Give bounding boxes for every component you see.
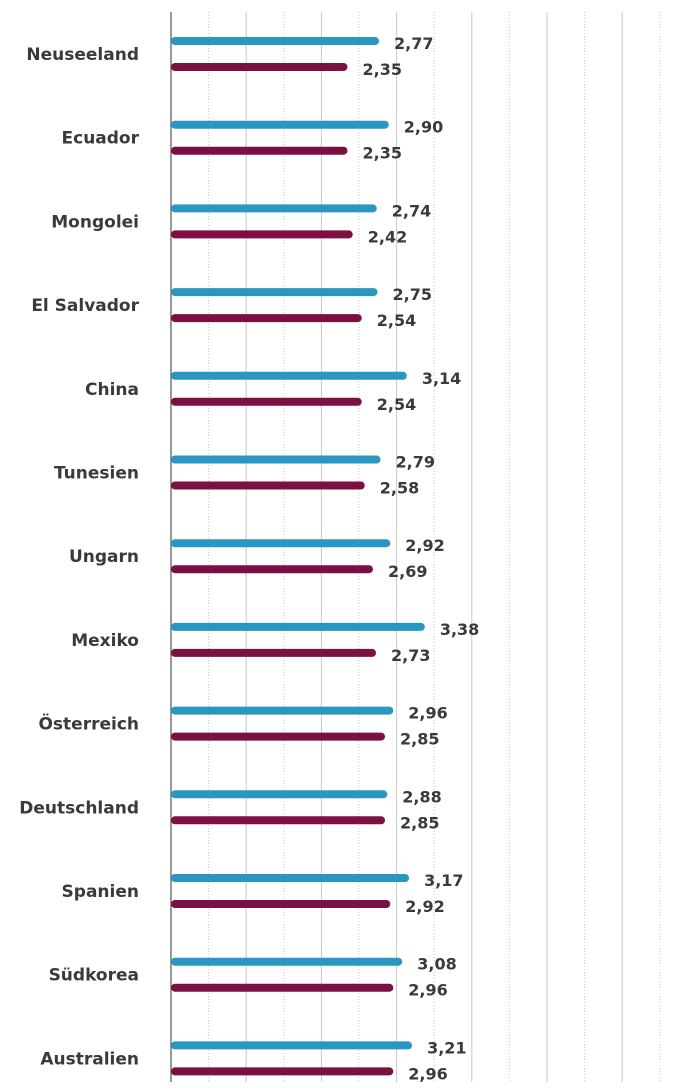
category-label: Australien [40,1049,139,1069]
bar-series-2 [171,230,353,239]
bar-series-1 [171,455,381,464]
bar-series-1 [171,120,389,129]
value-label: 2,79 [396,453,435,472]
value-label: 2,96 [408,981,447,1000]
category-label: Ungarn [69,547,139,567]
value-label: 2,35 [362,60,401,79]
value-label: 2,35 [362,144,401,163]
bar-series-2 [171,481,365,490]
category-label: China [85,380,139,400]
value-label: 2,85 [400,730,439,749]
value-label: 3,21 [427,1038,466,1057]
bar-series-1 [171,790,388,799]
bar-series-2 [171,648,377,657]
bar-series-1 [171,539,391,548]
value-label: 2,75 [393,285,432,304]
value-label: 2,92 [405,536,444,555]
category-label: Tunesien [54,464,139,484]
bar-series-2 [171,146,348,155]
category-label: Mexiko [71,631,139,651]
value-label: 2,96 [408,704,447,723]
value-label: 2,54 [377,311,416,330]
label-group: Neuseeland2,772,35Ecuador2,902,35Mongole… [19,34,479,1083]
category-label: Neuseeland [26,45,139,65]
bar-series-1 [171,622,425,631]
value-label: 2,74 [392,201,431,220]
value-label: 2,77 [394,34,433,53]
value-label: 2,90 [404,118,443,137]
value-label: 2,58 [380,479,419,498]
bar-series-1 [171,706,394,715]
bar-series-2 [171,816,386,825]
value-label: 2,73 [391,646,430,665]
category-label: Ecuador [62,129,140,149]
bar-series-1 [171,957,403,966]
category-label: Spanien [62,882,139,902]
category-label: Österreich [38,713,139,735]
value-label: 3,08 [417,955,456,974]
value-label: 2,54 [377,395,416,414]
bar-series-1 [171,288,378,297]
value-label: 2,69 [388,562,427,581]
bar-series-2 [171,983,394,992]
value-label: 3,14 [422,369,461,388]
bar-series-2 [171,314,362,323]
value-label: 3,17 [424,871,463,890]
value-label: 2,92 [405,897,444,916]
value-label: 3,38 [440,620,479,639]
bar-series-2 [171,732,386,741]
bar-series-1 [171,37,380,45]
bar-series-1 [171,874,410,882]
value-label: 2,88 [402,787,441,806]
bar-series-2 [171,900,391,908]
bar-series-group [171,37,425,1076]
bar-series-1 [171,204,377,213]
category-label: El Salvador [31,296,139,316]
value-label: 2,42 [368,227,407,246]
bar-series-2 [171,1067,394,1076]
category-label: Mongolei [51,212,139,232]
bar-series-1 [171,1041,413,1050]
value-label: 2,85 [400,813,439,832]
bar-series-2 [171,397,362,406]
category-label: Deutschland [19,798,139,818]
bar-series-2 [171,565,374,574]
category-label: Südkorea [49,966,139,986]
bar-series-2 [171,63,348,71]
value-label: 2,96 [408,1064,447,1083]
bar-series-1 [171,371,407,380]
